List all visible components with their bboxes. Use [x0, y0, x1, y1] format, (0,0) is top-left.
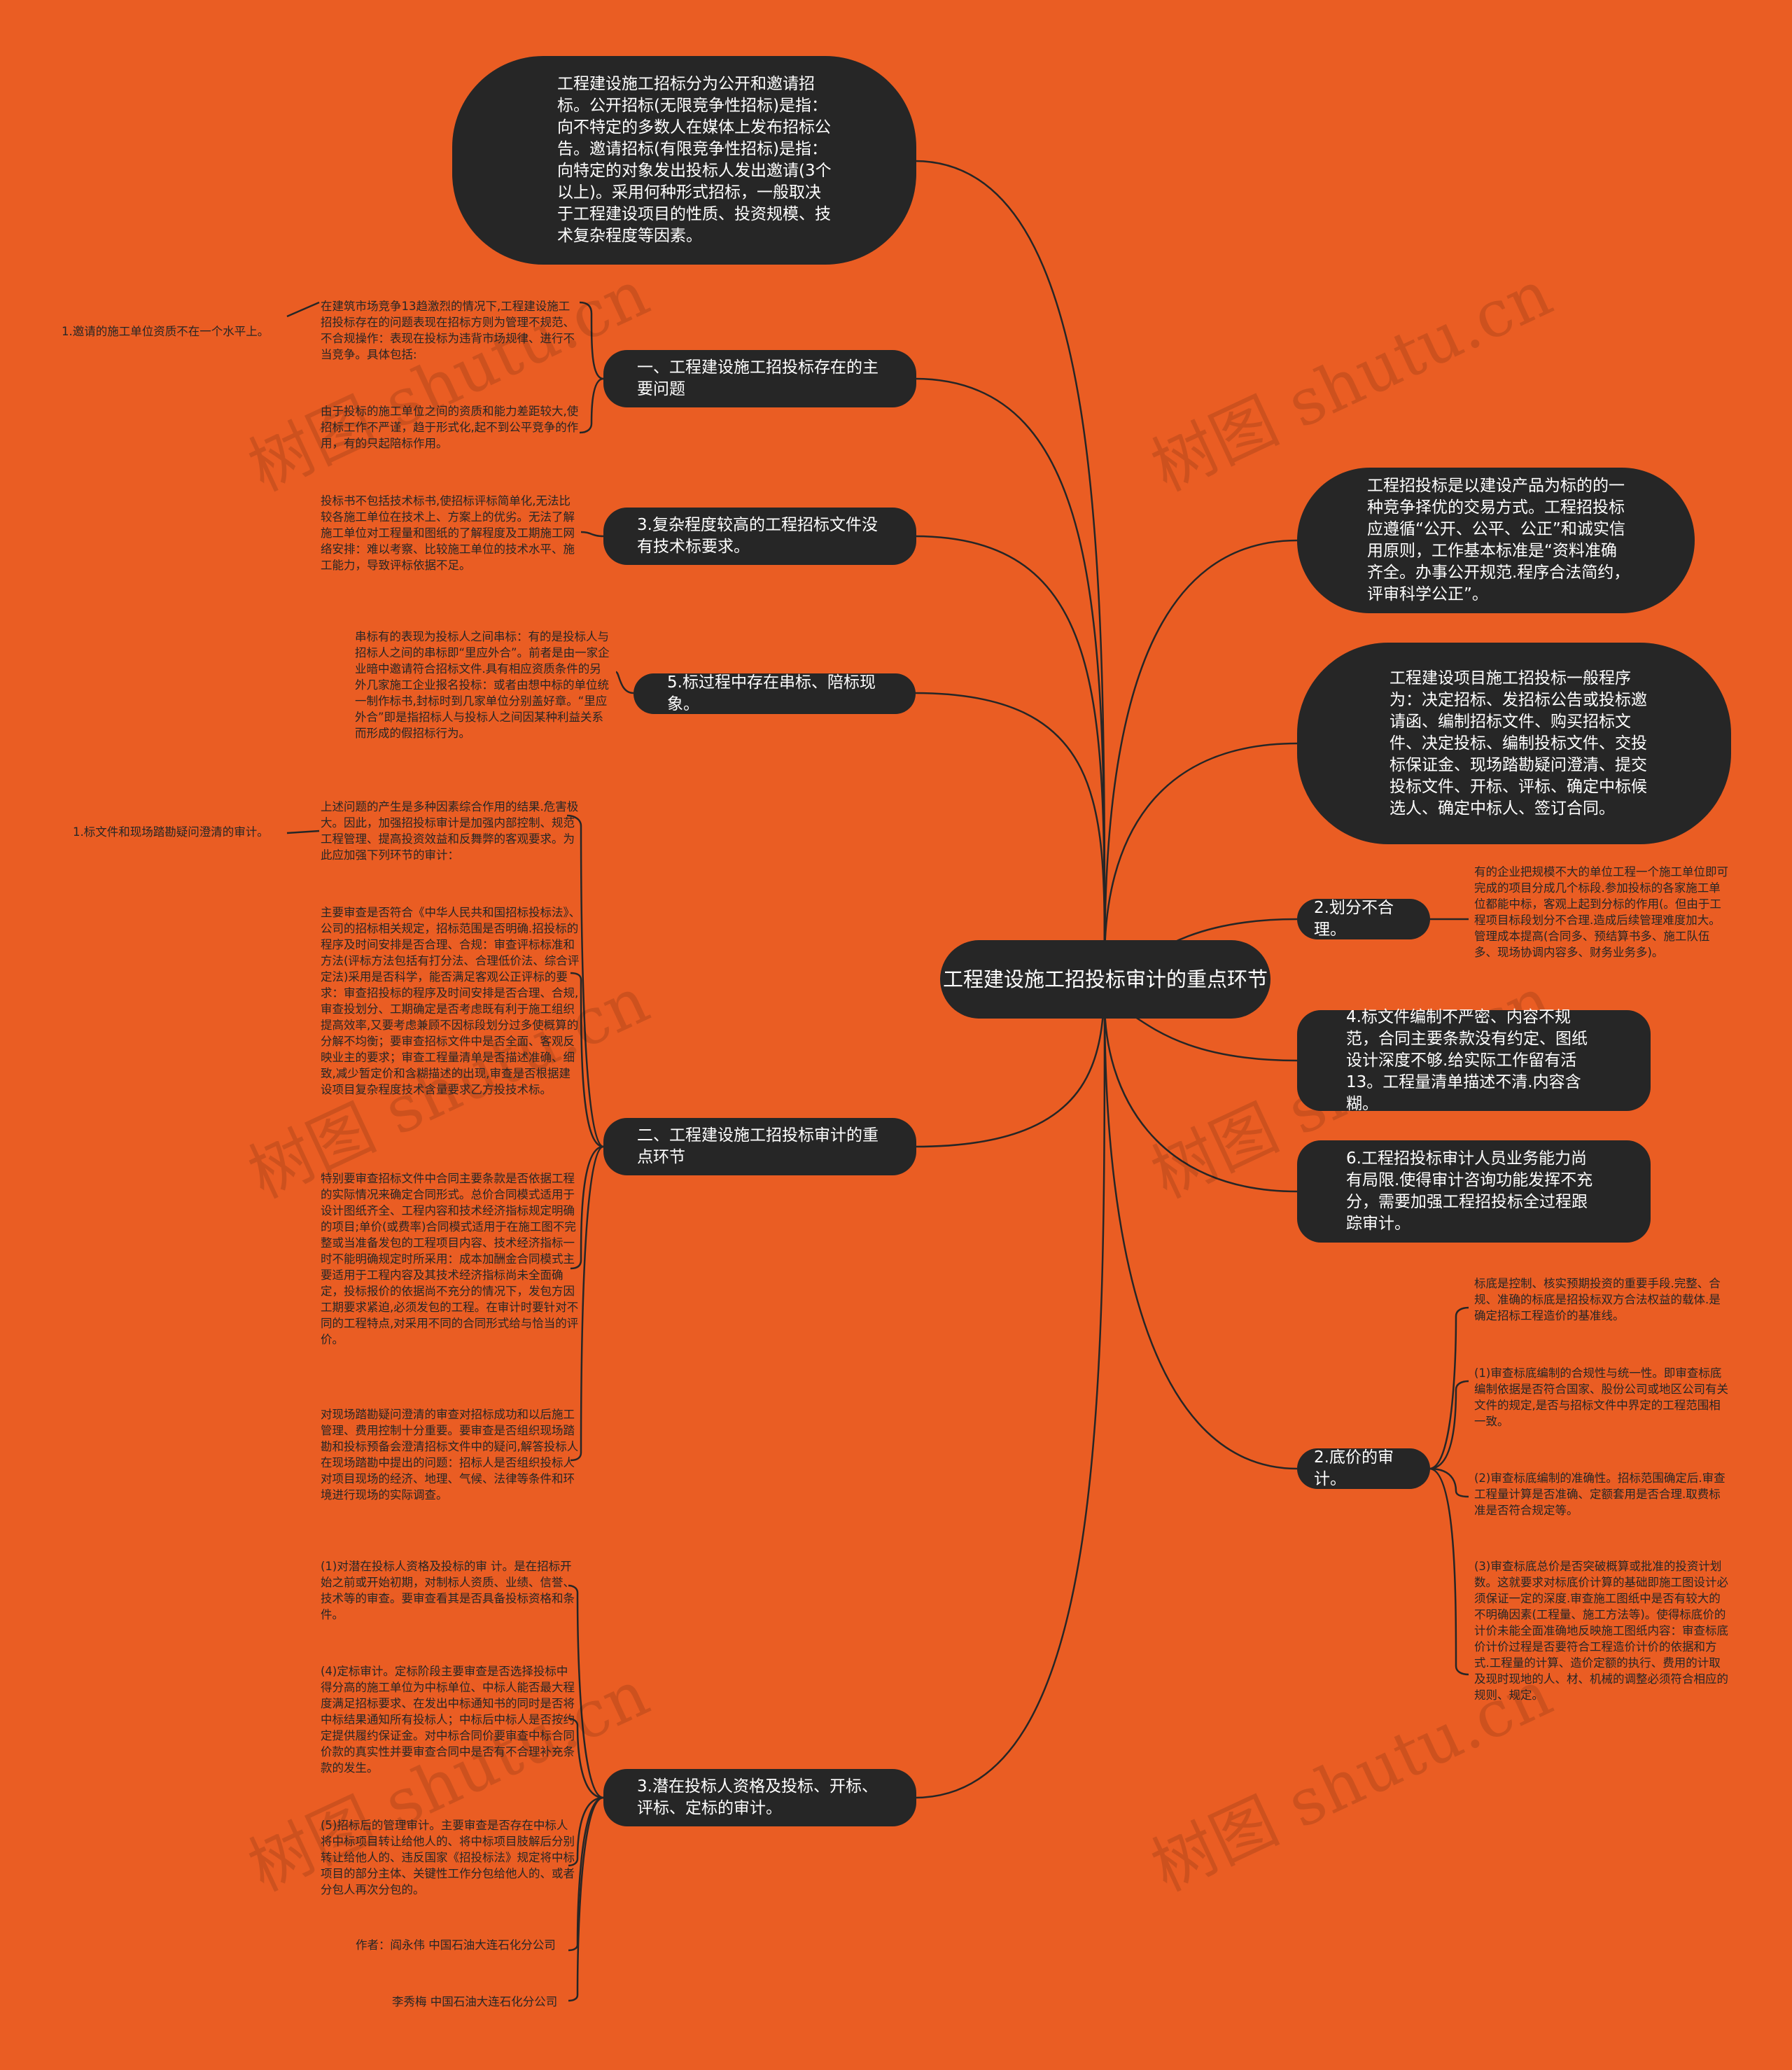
leaf-text: 特别要审查招标文件中合同主要条款是否依据工程的实际情况来确定合同形式。总价合同模… [321, 1172, 579, 1346]
leaf-text: 标底是控制、核实预期投资的重要手段.完整、合规、准确的标底是招投标双方合法权益的… [1474, 1277, 1721, 1322]
leaf-text: (2)审查标底编制的准确性。招标范围确定后.审查工程量计算是否准确、定额套用是否… [1474, 1471, 1726, 1517]
author-text: 作者：阎永伟 中国石油大连石化分公司 [356, 1938, 556, 1952]
leaf-text: (1)审查标底编制的合规性与统一性。即审查标底编制依据是否符合国家、股份公司或地… [1474, 1366, 1728, 1428]
topic-general-procedure-text: 工程建设项目施工招投标一般程序为：决定招标、发招标公告或投标邀请函、编制招标文件… [1390, 669, 1647, 818]
leaf-text: 有的企业把规模不大的单位工程一个施工单位即可完成的项目分成几个标段.参加投标的各… [1474, 865, 1728, 959]
topic-main-problems[interactable]: 一、工程建设施工招投标存在的主要问题 [603, 350, 916, 407]
topic-division[interactable]: 2.划分不合理。 [1297, 899, 1430, 939]
leaf-text: 对现场踏勘疑问澄清的审查对招标成功和以后施工管理、费用控制十分重要。要审查是否组… [321, 1408, 579, 1502]
topic-division-label: 2.划分不合理。 [1314, 899, 1394, 939]
topic-auditor-capability[interactable]: 6.工程招投标审计人员业务能力尚有局限.使得审计咨询功能发挥不充分，需要加强工程… [1297, 1140, 1651, 1243]
topic-base-price[interactable]: 2.底价的审计。 [1297, 1448, 1430, 1489]
topic-general-procedure[interactable]: 工程建设项目施工招投标一般程序为：决定招标、发招标公告或投标邀请函、编制招标文件… [1297, 643, 1731, 844]
leaf-text: (3)审查标底总价是否突破概算或批准的投资计划数。这就要求对标底价计算的基础即施… [1474, 1560, 1728, 1702]
topic-auditor-capability-label: 6.工程招投标审计人员业务能力尚有局限.使得审计咨询功能发挥不充分，需要加强工程… [1346, 1149, 1593, 1233]
leaf-text: (1)对潜在投标人资格及投标的审 计。是在招标开始之前或开始初期，对制标人资质、… [321, 1560, 575, 1621]
leaf-text: 上述问题的产生是多种因素综合作用的结果.危害极大。因此，加强招投标审计是加强内部… [321, 800, 579, 862]
topic-key-audit-steps-label: 二、工程建设施工招投标审计的重点环节 [637, 1126, 878, 1166]
note-text: 1.邀请的施工单位资质不在一个水平上。 [62, 325, 270, 338]
topic-bidder-qualification-label: 3.潜在投标人资格及投标、开标、评标、定标的审计。 [637, 1777, 878, 1817]
topic-technical-bid-label: 3.复杂程度较高的工程招标文件没有技术标要求。 [637, 516, 878, 556]
leaf-text: 投标书不包括技术标书,使招标评标简单化,无法比较各施工单位在技术上、方案上的优劣… [321, 494, 575, 572]
leaf-text: 由于投标的施工单位之间的资质和能力差距较大,使招标工作不严谨，趋于形式化,起不到… [321, 405, 579, 450]
leaf-text: (5)招标后的管理审计。主要审查是否存在中标人将中标项目转让给他人的、将中标项目… [321, 1819, 575, 1896]
note-text: 1.标文件和现场踏勘疑问澄清的审计。 [73, 825, 269, 839]
topic-main-problems-label: 一、工程建设施工招投标存在的主要问题 [637, 358, 878, 398]
leaf-text: 串标有的表现为投标人之间串标：有的是投标人与招标人之间的串标即“里应外合”。前者… [355, 630, 610, 740]
topic-intro-text: 工程建设施工招标分为公开和邀请招标。公开招标(无限竞争性招标)是指：向不特定的多… [557, 75, 832, 245]
topic-definition-text: 工程招投标是以建设产品为标的的一种竞争择优的交易方式。工程招投标应遵循“公开、公… [1367, 477, 1630, 603]
leaf-text: (4)定标审计。定标阶段主要审查是否选择投标中得分高的施工单位为中标单位、中标人… [321, 1665, 575, 1775]
root-topic[interactable]: 工程建设施工招投标审计的重点环节 [940, 940, 1270, 1019]
topic-base-price-label: 2.底价的审计。 [1314, 1448, 1394, 1488]
topic-bid-rigging[interactable]: 5.标过程中存在串标、陪标现象。 [634, 673, 916, 714]
leaf-text: 在建筑市场竞争13趋激烈的情况下,工程建设施工招投标存在的问题表现在招标方则为管… [321, 300, 575, 361]
leaf-text: 主要审查是否符合《中华人民共和国招标投标法》、公司的招标相关规定，招标范围是否明… [321, 906, 581, 1096]
topic-definition[interactable]: 工程招投标是以建设产品为标的的一种竞争择优的交易方式。工程招投标应遵循“公开、公… [1297, 468, 1695, 613]
topic-bid-document[interactable]: 4.标文件编制不严密、内容不规范，合同主要条款没有约定、图纸设计深度不够.给实际… [1297, 1008, 1651, 1113]
topic-bidder-qualification[interactable]: 3.潜在投标人资格及投标、开标、评标、定标的审计。 [603, 1769, 916, 1826]
topic-intro[interactable]: 工程建设施工招标分为公开和邀请招标。公开招标(无限竞争性招标)是指：向不特定的多… [452, 56, 916, 265]
topic-technical-bid[interactable]: 3.复杂程度较高的工程招标文件没有技术标要求。 [603, 508, 916, 565]
topic-bid-rigging-label: 5.标过程中存在串标、陪标现象。 [667, 673, 876, 713]
topic-key-audit-steps[interactable]: 二、工程建设施工招投标审计的重点环节 [603, 1118, 916, 1175]
root-topic-label: 工程建设施工招投标审计的重点环节 [942, 967, 1268, 991]
topic-bid-document-label: 4.标文件编制不严密、内容不规范，合同主要条款没有约定、图纸设计深度不够.给实际… [1346, 1007, 1588, 1113]
author-text: 李秀梅 中国石油大连石化分公司 [392, 1995, 558, 2008]
